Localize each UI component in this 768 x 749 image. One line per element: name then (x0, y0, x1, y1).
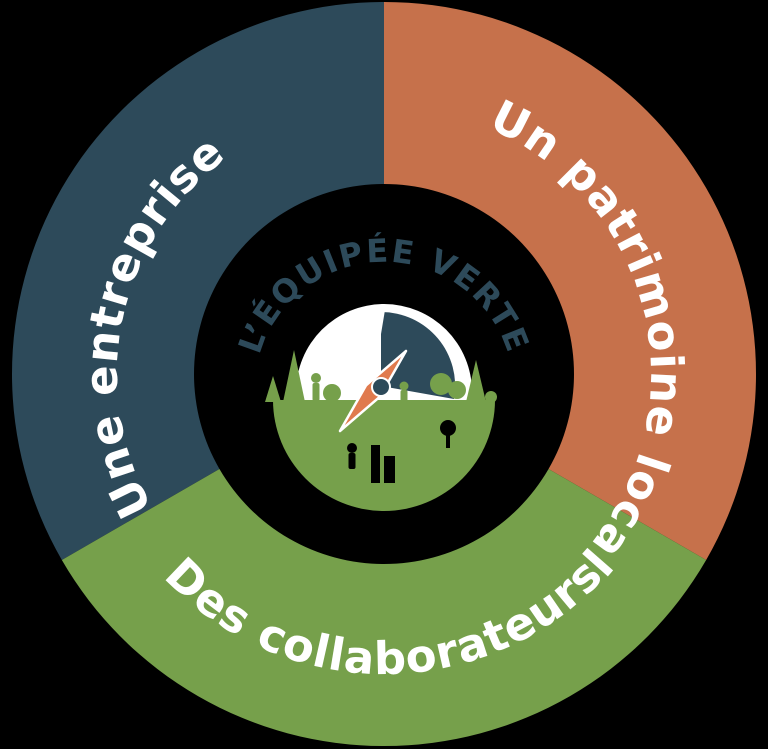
landscape-cutouts (347, 420, 456, 483)
compass-dial-notch (377, 310, 385, 334)
cutout-person-body (348, 453, 356, 469)
cutout-tree-trunk (446, 434, 450, 448)
cutout-building-2 (384, 456, 395, 483)
landscape-icon (265, 350, 497, 511)
bush-icon (323, 384, 341, 402)
landscape-bowl (273, 400, 495, 511)
cutout-building-1 (371, 445, 380, 483)
person-mid-head (399, 381, 409, 391)
person-left-body (312, 383, 320, 401)
bush-right-icon (485, 391, 497, 403)
compass-pivot-icon (371, 377, 391, 397)
pine-tree-small-left-icon (265, 376, 281, 402)
cutout-person-head (347, 443, 357, 453)
segment-une-entreprise (12, 2, 385, 560)
segment-un-patrimoine-local (384, 2, 756, 560)
pine-tree-right-icon (466, 360, 486, 402)
tree-round-right2-icon (448, 381, 466, 399)
cutout-tree-top (440, 420, 456, 436)
segment-des-collaborateurs (61, 469, 707, 746)
person-left-head (311, 373, 321, 383)
person-mid-body (400, 390, 408, 403)
compass-logo (265, 304, 497, 511)
pine-tree-left-icon (283, 350, 305, 402)
tree-round-right-icon (430, 373, 452, 395)
